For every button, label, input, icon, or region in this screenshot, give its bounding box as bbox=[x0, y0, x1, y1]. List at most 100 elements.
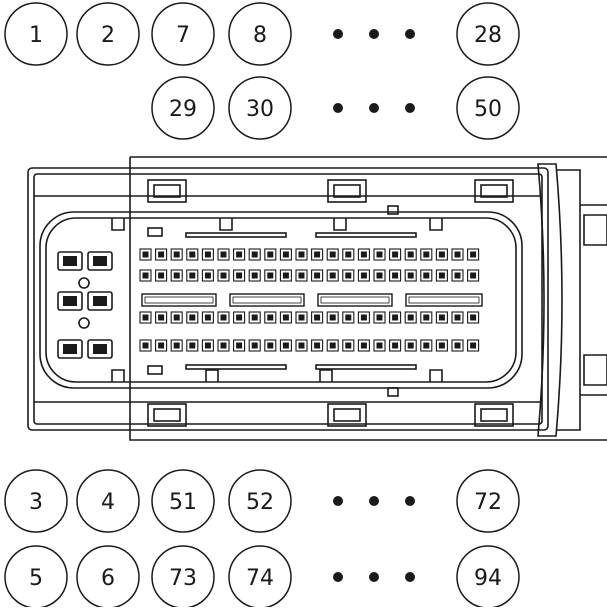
top-locking-tab bbox=[147, 179, 187, 203]
signal-pin-contact bbox=[298, 272, 305, 279]
signal-pin-contact bbox=[158, 251, 165, 258]
pin-number-circle: 6 bbox=[76, 545, 140, 609]
power-pin-cavity bbox=[57, 291, 83, 311]
pin-number-text: 3 bbox=[29, 490, 43, 515]
pin-number-circle: 74 bbox=[228, 545, 292, 609]
ellipsis-dot bbox=[333, 29, 343, 39]
signal-pin-contact bbox=[142, 314, 149, 321]
bottom-locking-tab bbox=[327, 403, 367, 427]
signal-pin-contact bbox=[345, 251, 352, 258]
pin-number-text: 73 bbox=[169, 566, 197, 591]
pin-number-ring bbox=[151, 2, 215, 66]
ellipsis-dots bbox=[333, 29, 415, 39]
ellipsis-dots bbox=[333, 496, 415, 506]
marker-box bbox=[147, 227, 163, 237]
signal-pin-contact bbox=[329, 342, 336, 349]
signal-pin-contact bbox=[251, 251, 258, 258]
signal-pin-contact bbox=[298, 251, 305, 258]
signal-pin-contact bbox=[454, 342, 461, 349]
bottom-locking-tab-inner bbox=[153, 408, 181, 422]
ellipsis-dot bbox=[369, 29, 379, 39]
signal-pin-contact bbox=[267, 272, 274, 279]
signal-pin-contact bbox=[220, 272, 227, 279]
pin-number-circle: 52 bbox=[228, 469, 292, 533]
center-keying-slot bbox=[141, 293, 217, 307]
marker-box bbox=[147, 365, 163, 375]
pin-number-circle: 50 bbox=[456, 76, 520, 140]
signal-pin-contact bbox=[392, 342, 399, 349]
pin-number-text: 2 bbox=[101, 23, 115, 48]
signal-pin-contact bbox=[189, 251, 196, 258]
center-keying-slot-inner bbox=[320, 296, 390, 304]
signal-pin-contact bbox=[236, 251, 243, 258]
bottom-key-slots bbox=[111, 369, 443, 382]
pin-number-circle: 29 bbox=[151, 76, 215, 140]
signal-pin-contact bbox=[204, 272, 211, 279]
signal-pin-contact bbox=[329, 314, 336, 321]
pin-number-ring bbox=[228, 469, 292, 533]
housing-rail-lines bbox=[34, 195, 540, 403]
pin-number-circle: 1 bbox=[4, 2, 68, 66]
signal-pin-contact bbox=[392, 272, 399, 279]
pin-number-text: 50 bbox=[474, 97, 502, 122]
signal-pin-contact bbox=[470, 342, 477, 349]
signal-pin-contact bbox=[158, 314, 165, 321]
signal-pin-contact bbox=[142, 272, 149, 279]
pin-number-ring bbox=[228, 76, 292, 140]
ellipsis-dots bbox=[333, 103, 415, 113]
power-pin-contact bbox=[93, 256, 107, 266]
center-keying-slot-inner bbox=[232, 296, 302, 304]
signal-pin-contact bbox=[407, 314, 414, 321]
signal-pin-contact bbox=[376, 272, 383, 279]
center-keying-slot-inner bbox=[408, 296, 480, 304]
signal-pin-contact bbox=[314, 272, 321, 279]
signal-pin-contact bbox=[392, 314, 399, 321]
pin-number-text: 1 bbox=[29, 23, 43, 48]
pin-number-text: 7 bbox=[176, 23, 190, 48]
power-pin-cavity bbox=[57, 251, 83, 271]
ellipsis-dot bbox=[333, 103, 343, 113]
signal-pin-contact bbox=[282, 314, 289, 321]
signal-pin-contact bbox=[204, 342, 211, 349]
pin-number-ring bbox=[151, 469, 215, 533]
housing-inner-outline bbox=[33, 173, 543, 425]
signal-pin-contact bbox=[376, 342, 383, 349]
signal-pin-contact bbox=[360, 314, 367, 321]
signal-pin-contact bbox=[423, 251, 430, 258]
ellipsis-dots bbox=[333, 572, 415, 582]
signal-pin-contact bbox=[470, 272, 477, 279]
pin-face-inner bbox=[45, 217, 517, 383]
pin-number-circle: 3 bbox=[4, 469, 68, 533]
top-guide-bar-right bbox=[315, 232, 417, 238]
top-locking-tab bbox=[327, 179, 367, 203]
signal-pin-contact bbox=[314, 314, 321, 321]
pin-number-text: 94 bbox=[474, 566, 502, 591]
power-pin-cavity bbox=[87, 291, 113, 311]
signal-pin-contact bbox=[438, 314, 445, 321]
pin-number-ring bbox=[76, 2, 140, 66]
back-plate-outline bbox=[129, 156, 607, 441]
signal-pin-contact bbox=[314, 342, 321, 349]
ellipsis-dot bbox=[369, 496, 379, 506]
signal-pin-contact bbox=[236, 314, 243, 321]
center-keying-slot bbox=[229, 293, 305, 307]
top-key-slots bbox=[111, 218, 443, 231]
ellipsis-dot bbox=[333, 496, 343, 506]
signal-pin-contact bbox=[298, 314, 305, 321]
power-pin-contact bbox=[93, 296, 107, 306]
signal-pin-contact bbox=[267, 342, 274, 349]
ellipsis-dot bbox=[405, 572, 415, 582]
pin-number-text: 4 bbox=[101, 490, 115, 515]
power-pin-contact bbox=[63, 344, 77, 354]
signal-pin-contact bbox=[282, 342, 289, 349]
signal-pin-contact bbox=[173, 251, 180, 258]
pin-number-text: 72 bbox=[474, 490, 502, 515]
signal-pin-contact bbox=[251, 314, 258, 321]
lever-latch-detail bbox=[580, 204, 607, 396]
pin-number-ring bbox=[456, 2, 520, 66]
signal-pin-contact bbox=[392, 251, 399, 258]
signal-pin-contact bbox=[142, 251, 149, 258]
signal-pin-contact bbox=[329, 272, 336, 279]
signal-pin-contact bbox=[423, 272, 430, 279]
